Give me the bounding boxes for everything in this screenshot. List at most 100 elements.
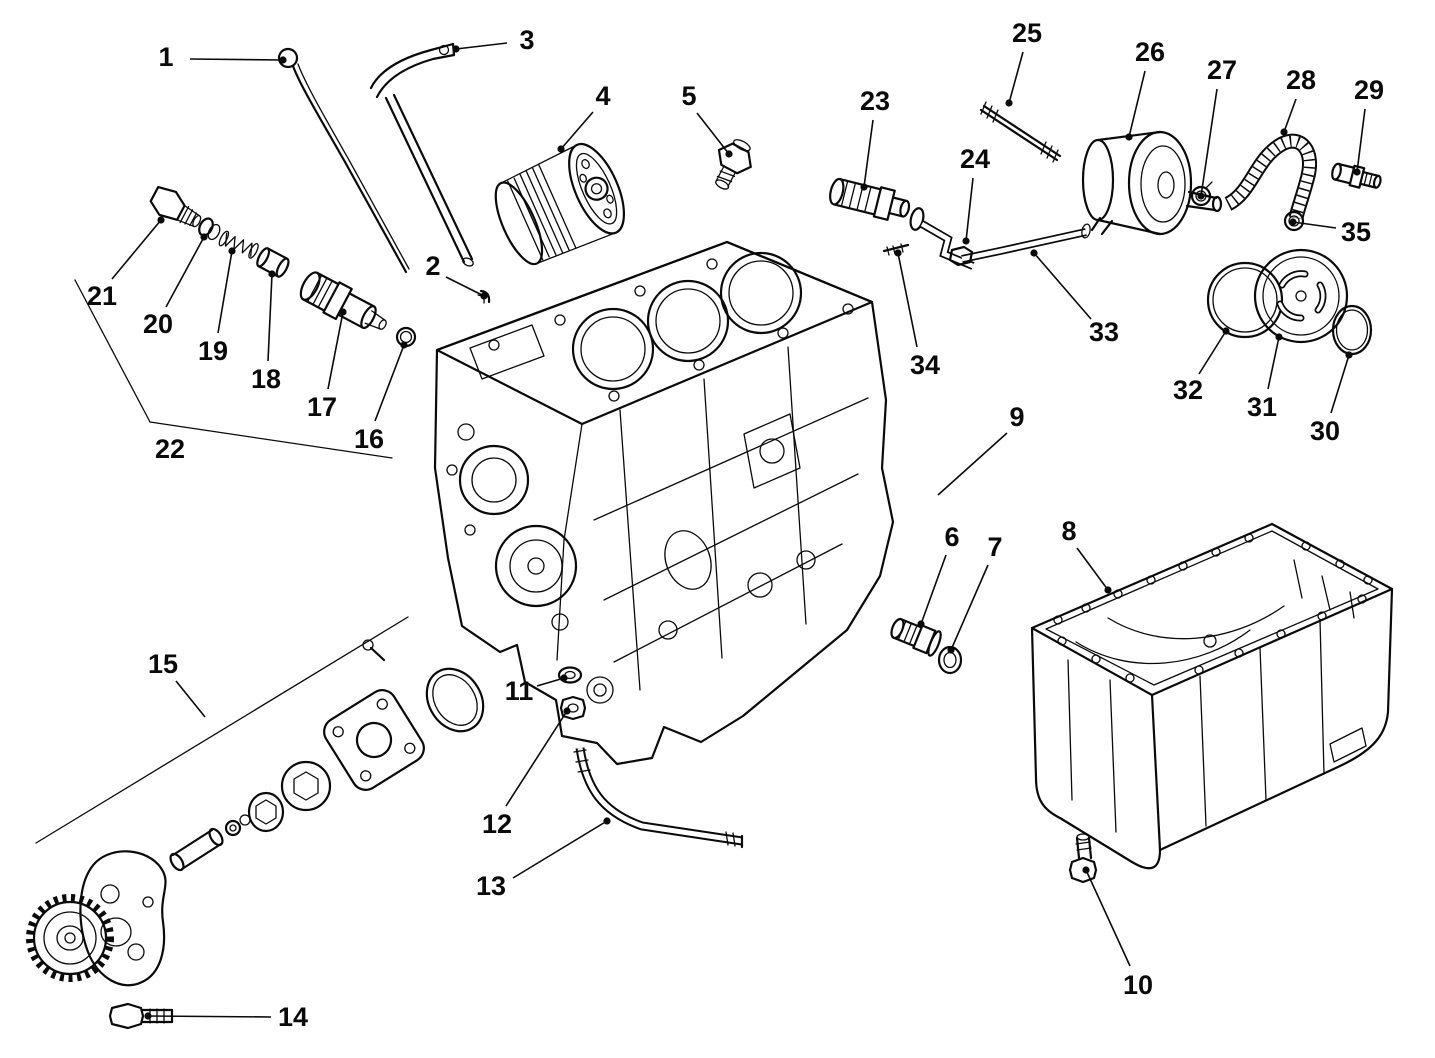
callout-label-2: 2 [425, 251, 440, 281]
callout-leader-9 [937, 432, 1008, 496]
callout-leader-3 [455, 42, 508, 50]
callout-leader-4 [560, 111, 594, 150]
callout-dot-6 [917, 620, 925, 628]
callout-dot-33 [1030, 249, 1038, 257]
oil-filter [494, 142, 626, 266]
callout-label-5: 5 [681, 81, 696, 111]
callout-label-27: 27 [1207, 55, 1237, 85]
callout-leader-8 [1076, 547, 1109, 591]
callout-leader-35 [1292, 221, 1337, 229]
callout-leader-19 [217, 250, 233, 334]
callout-leader-21 [111, 219, 162, 280]
callout-dot-2 [480, 292, 488, 300]
oil-pump-assembly [26, 639, 485, 987]
callout-leader-14 [147, 1015, 272, 1018]
callout-label-18: 18 [251, 364, 281, 394]
callout-leader-2 [445, 276, 485, 297]
callout-dot-32 [1222, 327, 1230, 335]
callout-leader-27 [1200, 88, 1218, 197]
hose-clamp-35 [1283, 210, 1305, 232]
dipstick [277, 47, 410, 274]
callout-label-8: 8 [1061, 516, 1076, 546]
callout-leader-6 [920, 554, 947, 625]
plug-21 [149, 185, 202, 228]
cooler-fitting-23 [829, 177, 911, 221]
callout-dot-31 [1275, 333, 1283, 341]
callout-dot-14 [144, 1012, 152, 1020]
callout-leader-30 [1330, 354, 1350, 414]
fitting-29 [1331, 162, 1382, 189]
cooler-hose-28 [1224, 133, 1317, 220]
callout-label-23: 23 [860, 86, 890, 116]
callout-leader-17 [327, 311, 344, 390]
callout-dot-26 [1125, 133, 1133, 141]
engine-block [433, 240, 895, 766]
callout-leader-7 [950, 564, 989, 651]
callout-dot-16 [400, 341, 408, 349]
callout-label-1: 1 [158, 42, 173, 72]
callout-label-11: 11 [505, 676, 534, 706]
callout-leader-34 [897, 252, 918, 348]
callout-leader-32 [1198, 330, 1227, 375]
callout-label-32: 32 [1173, 375, 1203, 405]
oil-pan [1030, 522, 1394, 870]
callout-label-12: 12 [482, 809, 512, 839]
callout-label-19: 19 [198, 336, 228, 366]
callout-dot-1 [279, 56, 287, 64]
callout-label-7: 7 [987, 532, 1002, 562]
callout-label-30: 30 [1310, 416, 1340, 446]
callout-label-22: 22 [155, 434, 185, 464]
o-ring-30 [1331, 304, 1373, 356]
cooler-cover-31 [1253, 248, 1349, 344]
callout-leader-15 [175, 680, 206, 718]
valve-body-17 [299, 271, 387, 330]
callout-dot-20 [200, 233, 208, 241]
oil-cooler-assembly [829, 101, 1382, 356]
callout-dot-25 [1005, 99, 1013, 107]
callout-label-20: 20 [143, 309, 173, 339]
callout-leader-16 [374, 344, 405, 422]
callout-label-6: 6 [944, 522, 959, 552]
callout-label-33: 33 [1089, 317, 1119, 347]
callout-leader-33 [1033, 252, 1092, 320]
callout-leader-20 [165, 236, 205, 308]
callout-leader-13 [512, 820, 608, 879]
callout-dot-18 [268, 270, 276, 278]
callout-leader-1 [189, 58, 284, 61]
callout-leader-23 [863, 119, 874, 188]
group-bracket-relief-valve [74, 279, 393, 459]
callout-leader-12 [505, 710, 568, 807]
callout-leader-24 [965, 177, 974, 242]
callout-dot-7 [947, 646, 955, 654]
cooler-pipe-33 [948, 223, 1091, 267]
dipstick-guide-tube [573, 747, 744, 849]
dipstick-tube-bracket [369, 42, 474, 267]
callout-dot-19 [228, 247, 236, 255]
oil-pressure-sender [715, 139, 752, 190]
callout-dot-30 [1345, 351, 1353, 359]
callout-dot-27 [1197, 192, 1205, 200]
callout-label-24: 24 [960, 144, 990, 174]
callout-leader-5 [696, 112, 730, 155]
callout-label-3: 3 [519, 25, 534, 55]
callout-dot-11 [560, 674, 568, 682]
o-ring-32 [1206, 261, 1284, 339]
callout-leader-26 [1128, 70, 1146, 138]
callout-dot-24 [962, 237, 970, 245]
callout-label-28: 28 [1286, 65, 1316, 95]
callout-leader-29 [1356, 108, 1366, 173]
stud-25 [979, 101, 1062, 163]
callout-dot-10 [1082, 866, 1090, 874]
callout-label-14: 14 [278, 1002, 308, 1032]
callout-leader-11 [536, 677, 565, 687]
oil-pan-drain-bolt [1068, 833, 1098, 884]
callout-label-16: 16 [354, 424, 384, 454]
callout-dot-3 [452, 45, 460, 53]
callout-leader-10 [1085, 869, 1131, 967]
callout-label-34: 34 [910, 350, 940, 380]
callout-dot-5 [725, 150, 733, 158]
callout-leader-18 [267, 273, 273, 362]
drain-plug [890, 617, 942, 657]
